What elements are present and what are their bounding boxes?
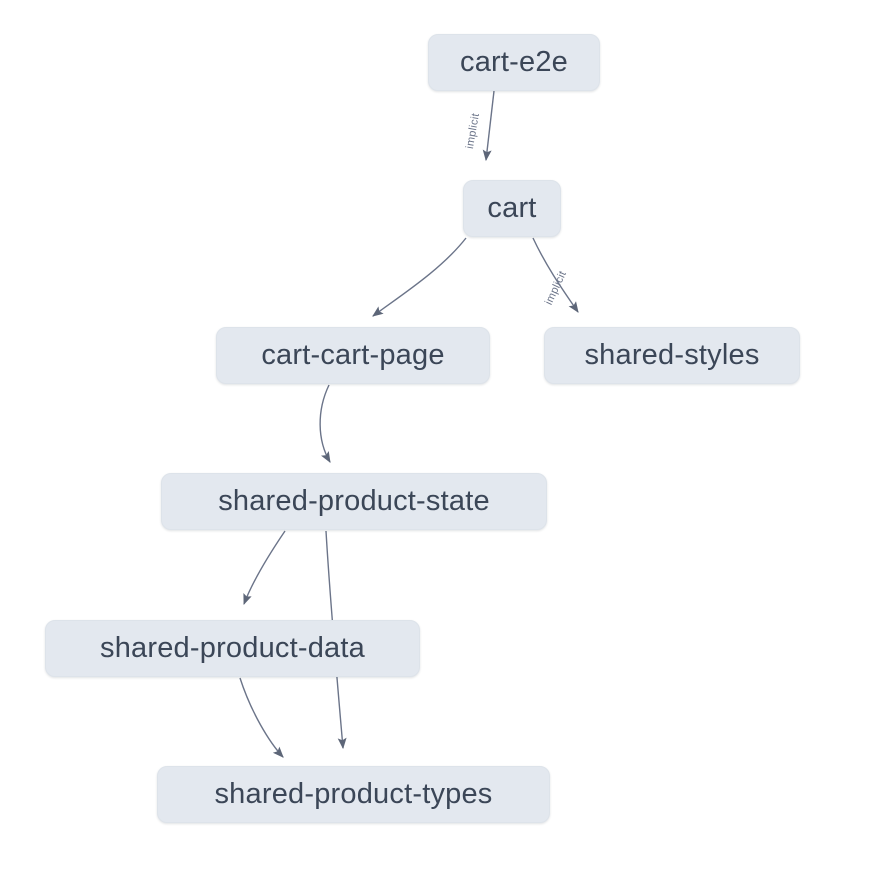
graph-node-cart[interactable]: cart — [463, 180, 561, 237]
graph-node-shared-product-data[interactable]: shared-product-data — [45, 620, 420, 677]
node-label: shared-styles — [584, 339, 760, 371]
node-label: shared-product-data — [100, 632, 365, 664]
edge-e-cartcartpage-sharedproductstate — [319, 384, 331, 463]
edge-label-implicit-cart-shared-styles: implicit — [542, 269, 570, 307]
edge-e-sharedproductstate-sharedproductdata — [243, 530, 286, 606]
graph-node-shared-styles[interactable]: shared-styles — [544, 327, 800, 384]
node-label: cart — [487, 192, 537, 224]
graph-node-cart-e2e[interactable]: cart-e2e — [428, 34, 600, 91]
edge-e-cart-e2e-cart — [482, 90, 495, 162]
edge-e-cart-cartcartpage — [372, 237, 467, 317]
node-label: shared-product-types — [214, 778, 493, 810]
graph-node-cart-cart-page[interactable]: cart-cart-page — [216, 327, 490, 384]
graph-node-shared-product-types[interactable]: shared-product-types — [157, 766, 550, 823]
node-label: cart-cart-page — [261, 339, 445, 371]
edge-label-implicit-cart-e2e-cart: implicit — [463, 112, 483, 150]
edge-e-sharedproductdata-sharedproducttypes — [239, 677, 284, 758]
node-label: shared-product-state — [218, 485, 490, 517]
graph-node-shared-product-state[interactable]: shared-product-state — [161, 473, 547, 530]
node-label: cart-e2e — [460, 46, 568, 78]
